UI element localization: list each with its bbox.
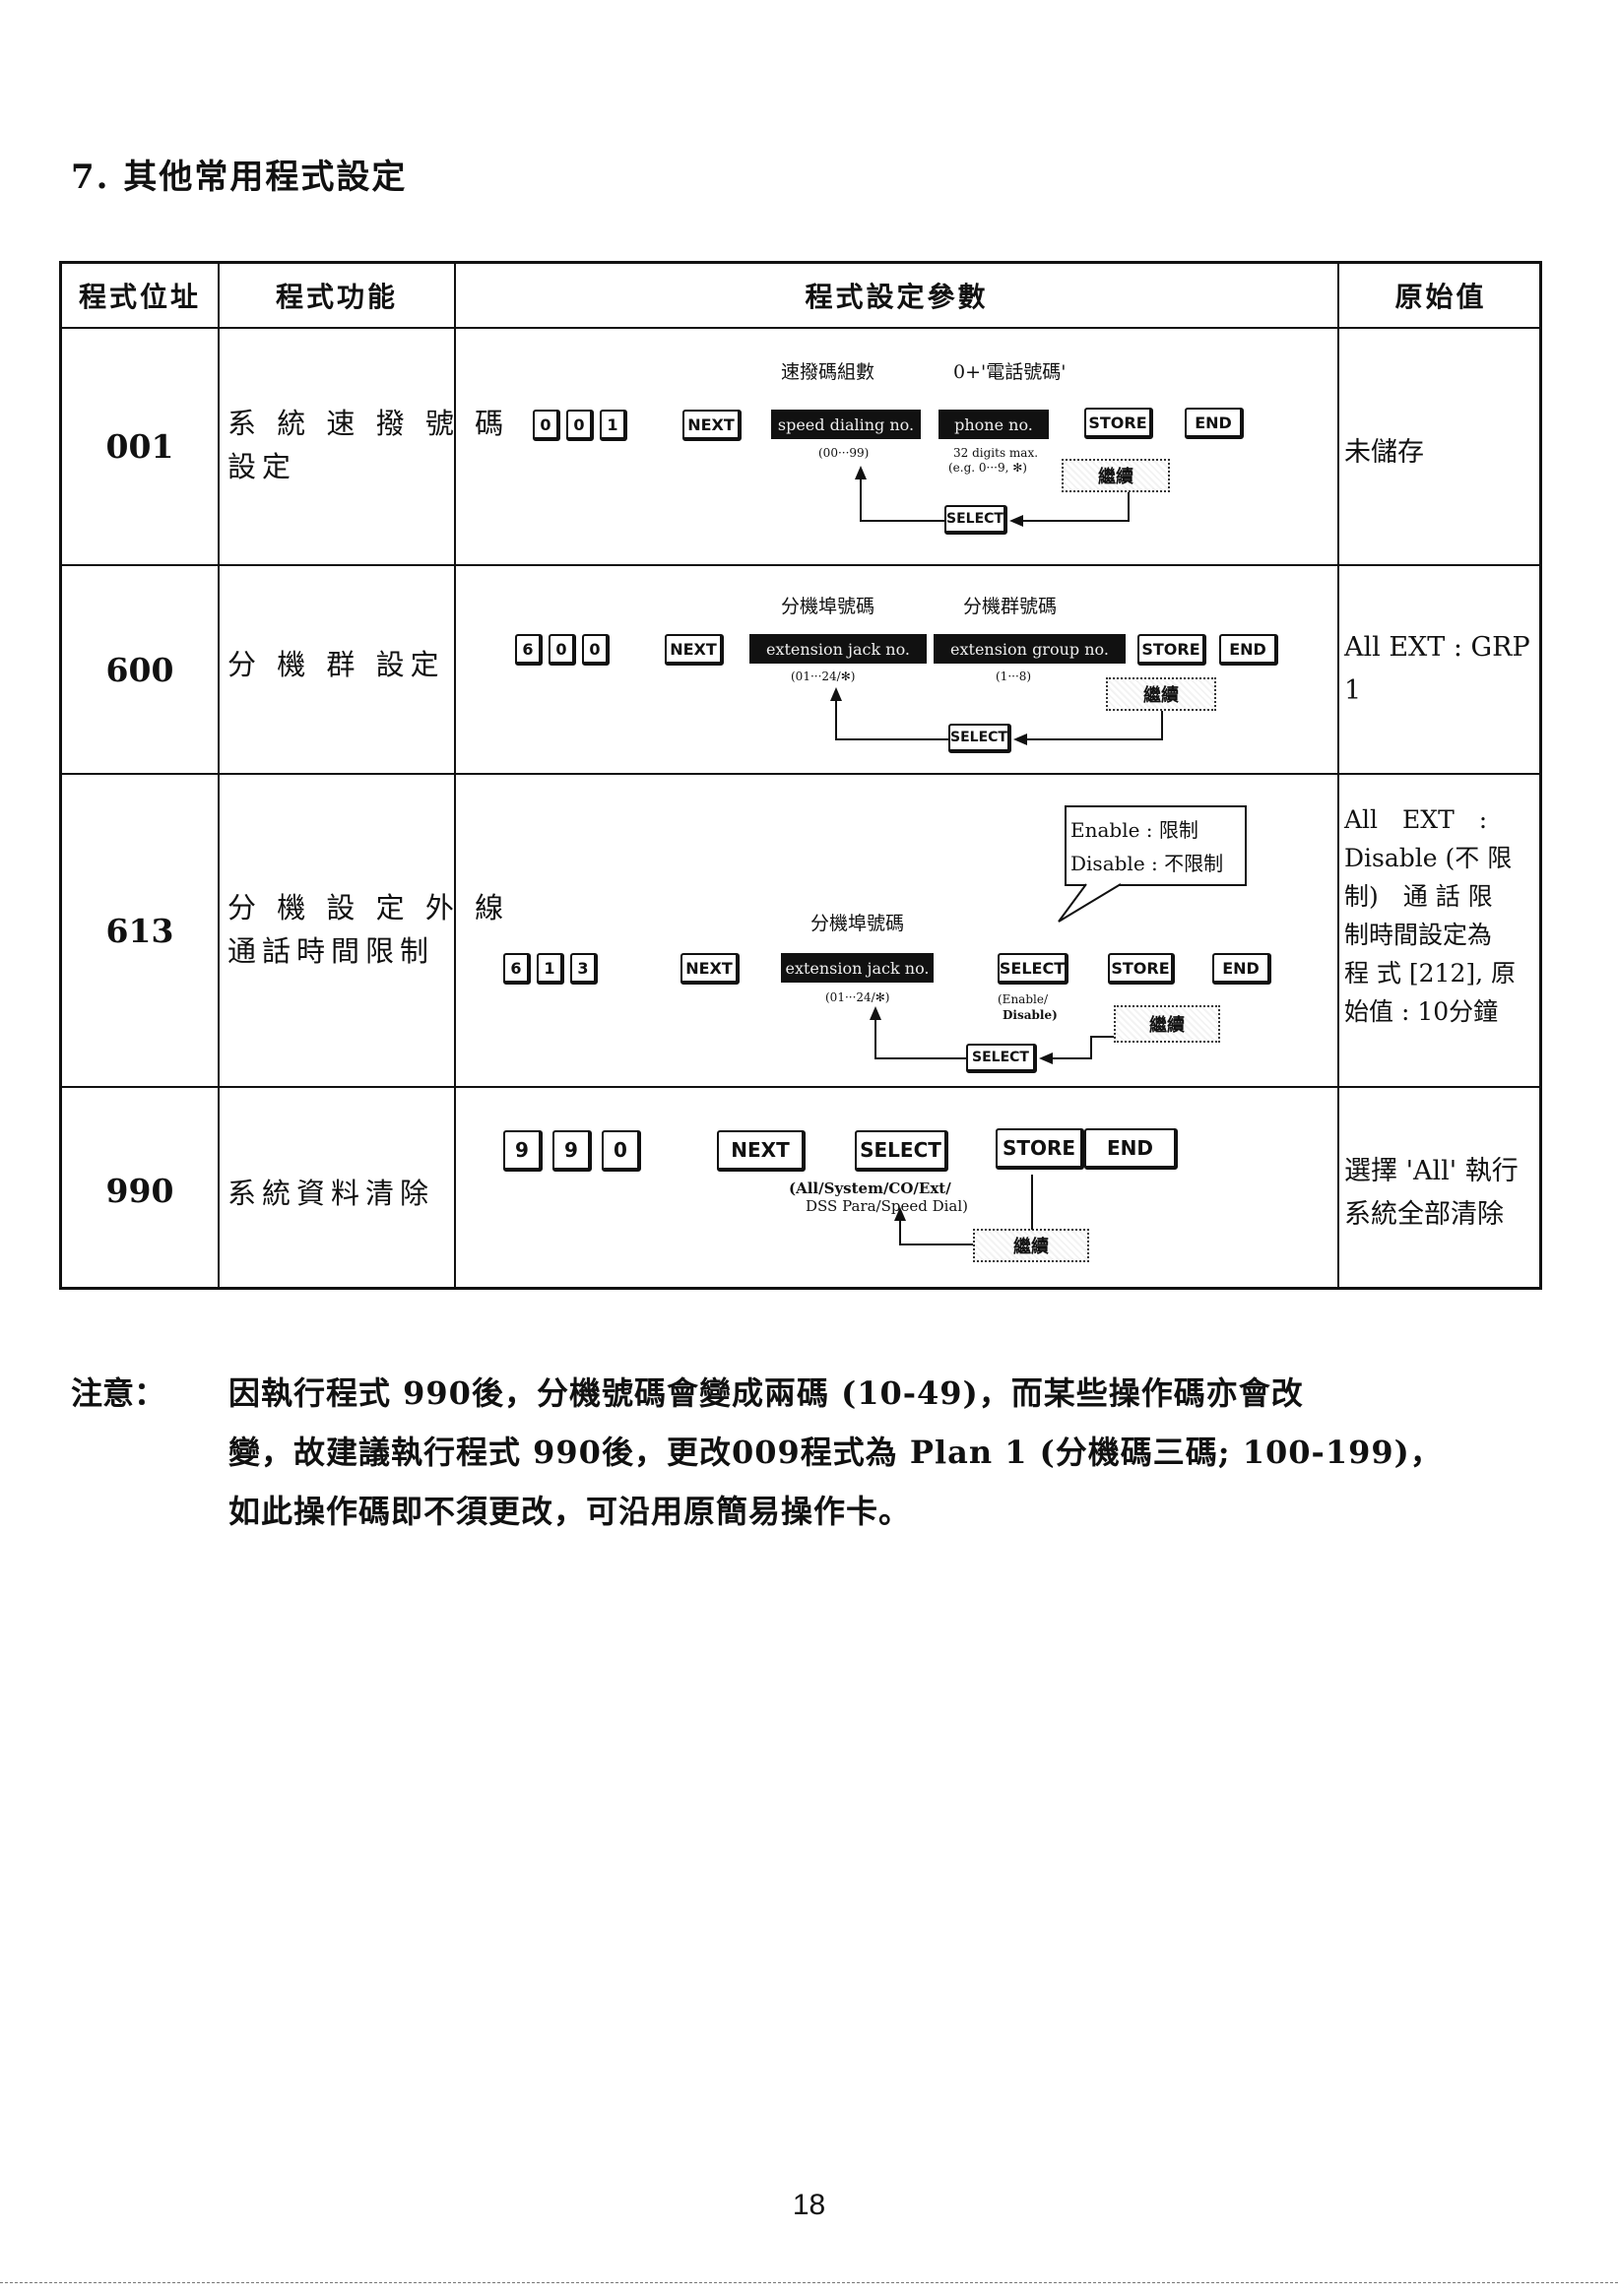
key-9: 9 xyxy=(552,1130,592,1172)
note-line: 如此操作碼即不須更改，可沿用原簡易操作卡。 xyxy=(228,1493,912,1530)
callout-pointer xyxy=(1058,883,1122,923)
label-speed-group: 速撥碼組數 xyxy=(781,361,875,383)
label-ext-group: 分機群號碼 xyxy=(963,596,1058,617)
key-select: SELECT xyxy=(966,1044,1037,1073)
key-0: 0 xyxy=(533,410,560,441)
field-ext-jack: extension jack no. xyxy=(749,634,927,664)
key-store: STORE xyxy=(996,1128,1084,1170)
row-function: 系統資料清除 xyxy=(227,1177,435,1210)
label-ext-jack: 分機埠號碼 xyxy=(810,913,905,934)
key-next: NEXT xyxy=(717,1130,806,1172)
field-speed-dialing: speed dialing no. xyxy=(771,410,921,439)
row-default: All EXT : Disable (不 限 制) 通 話 限 制時間設定為 程… xyxy=(1344,805,1517,1026)
field-ext-jack: extension jack no. xyxy=(781,953,934,983)
key-end: END xyxy=(1185,408,1244,439)
range-phone-digits: 32 digits max. xyxy=(953,446,1039,460)
range-enable: (Enable/ xyxy=(998,992,1048,1006)
continue-box: 繼續 xyxy=(1106,677,1216,711)
key-end: END xyxy=(1219,634,1278,666)
key-0: 0 xyxy=(582,634,610,666)
range-phone-example: (e.g. 0···9, ✻) xyxy=(948,461,1027,475)
range-ext-jack: (01···24/✻) xyxy=(825,990,890,1004)
key-store: STORE xyxy=(1137,634,1206,666)
program-table: 程式位址 程式功能 程式設定參數 原始值 001 系 統 速 撥 號 碼設定 未… xyxy=(59,261,1542,1290)
page-number: 18 xyxy=(792,2189,826,2221)
continue-box: 繼續 xyxy=(973,1229,1089,1262)
key-6: 6 xyxy=(515,634,543,666)
header-address: 程式位址 xyxy=(78,281,201,313)
note-label: 注意： xyxy=(71,1374,166,1412)
range-speed: (00···99) xyxy=(818,446,870,460)
key-next: NEXT xyxy=(680,953,740,985)
footer-rule xyxy=(0,2282,1618,2283)
field-phone: phone no. xyxy=(938,410,1049,439)
key-select: SELECT xyxy=(855,1130,948,1172)
key-3: 3 xyxy=(570,953,598,985)
row-address: 001 xyxy=(105,427,174,466)
key-next: NEXT xyxy=(682,410,742,441)
key-store: STORE xyxy=(1108,953,1175,985)
key-select: SELECT xyxy=(948,724,1011,753)
header-parameters: 程式設定參數 xyxy=(805,281,989,313)
label-phone: 0+'電話號碼' xyxy=(953,361,1067,383)
row-default: 選擇 'All' 執行系統全部清除 xyxy=(1344,1156,1519,1230)
key-select: SELECT xyxy=(998,953,1068,985)
continue-box: 繼續 xyxy=(1062,459,1170,492)
range-disable: Disable) xyxy=(1003,1008,1058,1022)
row-default: 未儲存 xyxy=(1344,437,1424,468)
key-next: NEXT xyxy=(665,634,724,666)
key-0: 0 xyxy=(602,1130,641,1172)
options-line-1: (All/System/CO/Ext/ xyxy=(789,1180,951,1197)
row-function: 分 機 群 設定 xyxy=(227,648,445,681)
row-function: 系 統 速 撥 號 碼設定 xyxy=(227,407,510,483)
key-end: END xyxy=(1084,1128,1178,1170)
section-heading: 7. 其他常用程式設定 xyxy=(71,158,408,197)
label-ext-jack: 分機埠號碼 xyxy=(781,596,875,617)
range-ext-jack: (01···24/✻) xyxy=(791,670,856,683)
field-ext-group: extension group no. xyxy=(934,634,1126,664)
row-address: 990 xyxy=(105,1171,174,1210)
options-line-2: DSS Para/Speed Dial) xyxy=(806,1197,969,1215)
key-6: 6 xyxy=(503,953,531,985)
key-0: 0 xyxy=(566,410,594,441)
continue-box: 繼續 xyxy=(1114,1005,1220,1043)
row-address: 613 xyxy=(105,911,174,950)
header-default: 原始值 xyxy=(1394,281,1487,313)
key-0: 0 xyxy=(549,634,576,666)
key-9: 9 xyxy=(503,1130,543,1172)
key-store: STORE xyxy=(1084,408,1153,439)
row-function: 分 機 設 定 外 線通話時間限制 xyxy=(227,891,510,968)
note-line: 因執行程式 990後，分機號碼會變成兩碼 (10-49)，而某些操作碼亦會改 xyxy=(228,1374,1304,1412)
row-address: 600 xyxy=(105,650,174,689)
key-end: END xyxy=(1212,953,1271,985)
range-ext-group: (1···8) xyxy=(996,670,1032,683)
note-line: 變，故建議執行程式 990後，更改009程式為 Plan 1 (分機碼三碼; 1… xyxy=(228,1434,1443,1471)
key-select: SELECT xyxy=(944,505,1007,535)
header-function: 程式功能 xyxy=(275,281,398,313)
key-1: 1 xyxy=(537,953,564,985)
key-1: 1 xyxy=(600,410,627,441)
